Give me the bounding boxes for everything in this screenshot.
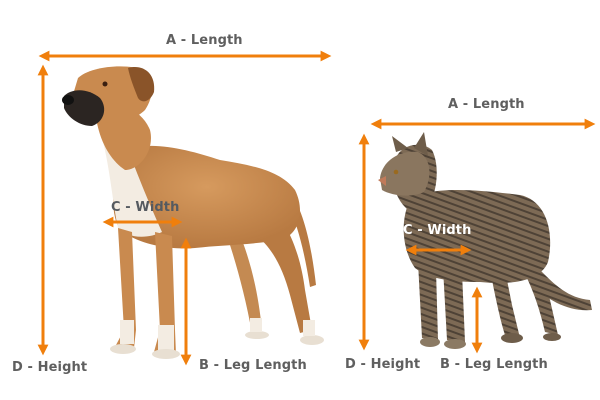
dog-leg-length-label: B - Leg Length [199, 358, 307, 373]
dog-length-label: A - Length [166, 33, 243, 48]
dog-width-label: C - Width [111, 200, 180, 215]
dog-arrows [37, 50, 332, 366]
cat-length-label: A - Length [448, 97, 525, 112]
dog-figure [62, 66, 324, 359]
cat-width-label: C - Width [403, 223, 472, 238]
cat-leg-length-label: B - Leg Length [440, 357, 548, 372]
cat-figure [378, 132, 592, 349]
dog-height-label: D - Height [12, 360, 88, 375]
cat-arrows [358, 118, 596, 354]
cat-height-label: D - Height [345, 357, 421, 372]
